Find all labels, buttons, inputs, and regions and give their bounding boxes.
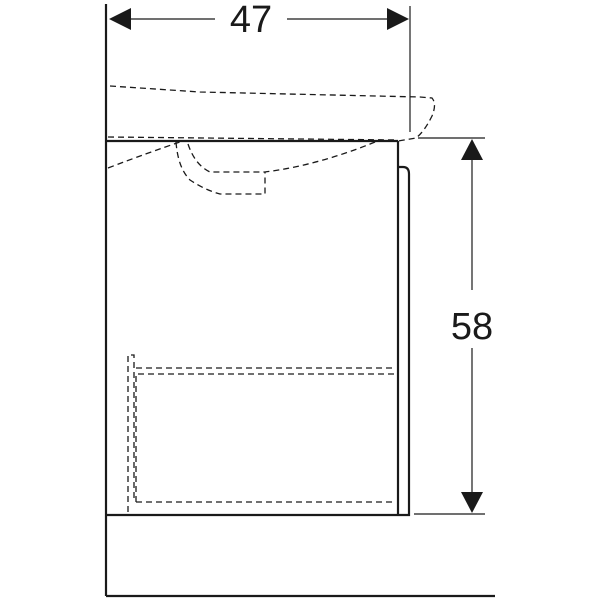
siphon-outline bbox=[175, 141, 266, 195]
width-dimension-label: 47 bbox=[230, 0, 272, 41]
drawer-outline bbox=[127, 354, 394, 512]
arrowhead-right-icon bbox=[387, 8, 409, 30]
arrowhead-up-icon bbox=[461, 139, 483, 160]
height-dimension: 58 bbox=[414, 137, 493, 515]
front-panel bbox=[398, 165, 411, 517]
drawer-inner-top bbox=[135, 373, 394, 502]
basin-bowl-curve bbox=[107, 139, 381, 173]
basin-top-surface bbox=[107, 136, 399, 141]
width-dimension: 47 bbox=[109, 0, 411, 132]
basin-top-rim bbox=[109, 85, 436, 142]
height-dimension-label: 58 bbox=[451, 306, 493, 348]
wall-and-floor bbox=[104, 4, 495, 598]
arrowhead-down-icon bbox=[461, 492, 483, 513]
washbasin-outline bbox=[107, 85, 436, 173]
arrowhead-left-icon bbox=[109, 8, 131, 30]
drawer-side-outer bbox=[127, 354, 135, 512]
cabinet-body bbox=[106, 139, 400, 517]
